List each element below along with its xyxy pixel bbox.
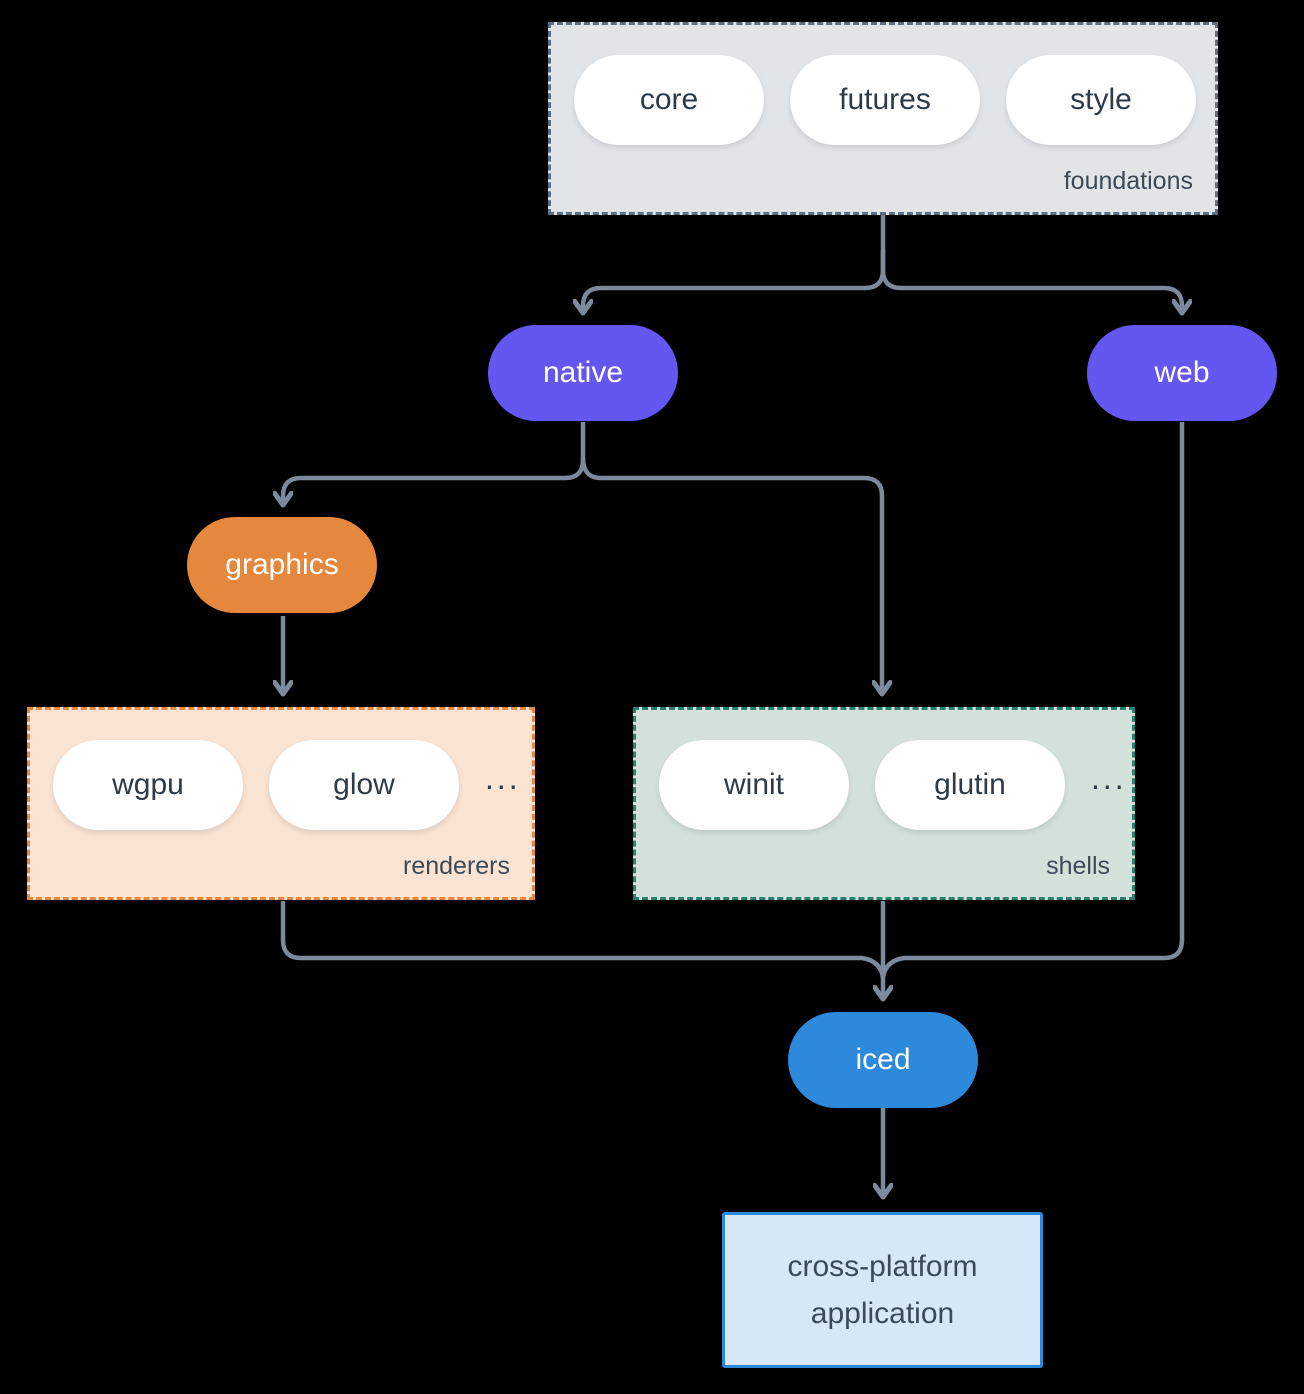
- web-node: web: [1087, 325, 1277, 421]
- crate-pill-glutin: glutin: [875, 740, 1065, 830]
- foundations-group-label: foundations: [1063, 167, 1193, 195]
- crate-pill-style: style: [1006, 55, 1196, 145]
- iced-node: iced: [788, 1012, 978, 1108]
- crate-pill-futures: futures: [790, 55, 980, 145]
- foundations-group: core futures style foundations: [548, 22, 1218, 215]
- graphics-node: graphics: [187, 517, 377, 613]
- foundations-pill-row: core futures style: [574, 55, 1196, 145]
- crate-pill-winit: winit: [659, 740, 849, 830]
- crate-pill-wgpu: wgpu: [53, 740, 243, 830]
- application-label-line1: cross-platform: [787, 1250, 978, 1283]
- crate-pill-glow: glow: [269, 740, 459, 830]
- renderers-pill-row: wgpu glow ...: [53, 740, 521, 830]
- cross-platform-application-box: cross-platform application: [722, 1212, 1043, 1368]
- native-node: native: [488, 325, 678, 421]
- connector-foundations-to-native: [583, 215, 886, 313]
- application-label-line2: application: [810, 1297, 955, 1330]
- shells-group: winit glutin ... shells: [633, 707, 1135, 900]
- renderers-group-label: renderers: [403, 852, 510, 880]
- connector-native-to-graphics: [283, 422, 586, 505]
- shells-ellipsis: ...: [1091, 759, 1127, 796]
- connector-native-to-shells: [580, 457, 882, 694]
- shells-group-label: shells: [1046, 852, 1110, 880]
- renderers-ellipsis: ...: [485, 759, 521, 796]
- crate-pill-core: core: [574, 55, 764, 145]
- renderers-group: wgpu glow ... renderers: [27, 707, 535, 900]
- connector-renderers-to-iced-bus: [280, 901, 886, 979]
- connector-foundations-to-web: [880, 250, 1182, 313]
- connector-web-to-iced-bus: [880, 422, 1185, 979]
- shells-pill-row: winit glutin ...: [659, 740, 1127, 830]
